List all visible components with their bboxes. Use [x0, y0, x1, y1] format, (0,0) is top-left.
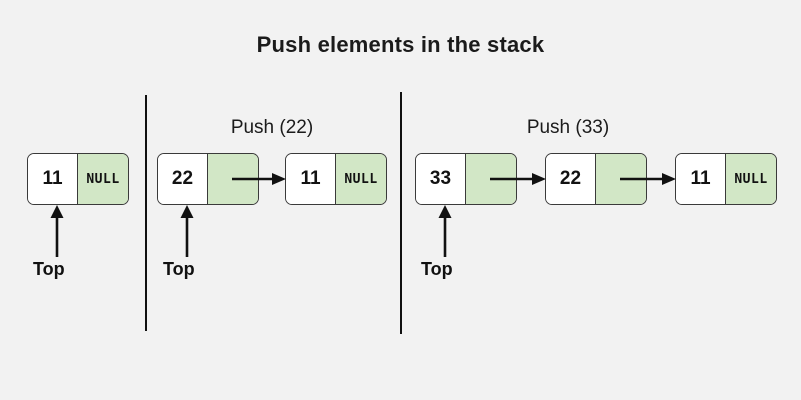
node-value: 11 [286, 154, 336, 204]
node-link-null: NULL [336, 154, 386, 204]
next-pointer-arrow-33-22 [490, 173, 546, 185]
node-value: 11 [676, 154, 726, 204]
node-11[interactable]: 11 NULL [285, 153, 387, 205]
top-pointer-arrow-3 [437, 205, 453, 257]
panel-divider-1 [145, 95, 147, 331]
node-value: 33 [416, 154, 466, 204]
next-pointer-arrow-22-11 [232, 173, 286, 185]
node-value: 22 [158, 154, 208, 204]
node-value: 22 [546, 154, 596, 204]
node-link-null: NULL [726, 154, 776, 204]
top-pointer-arrow-1 [49, 205, 65, 257]
node-11[interactable]: 11 NULL [675, 153, 777, 205]
top-pointer-arrow-2 [179, 205, 195, 257]
node-value: 11 [28, 154, 78, 204]
node-11[interactable]: 11 NULL [27, 153, 129, 205]
page-title: Push elements in the stack [256, 32, 545, 57]
step-caption-3: Push (33) [526, 117, 610, 138]
panel-divider-2 [400, 92, 402, 334]
top-label-3: Top [421, 259, 453, 279]
top-label-1: Top [33, 259, 65, 279]
step-caption-2: Push (22) [230, 117, 314, 138]
node-link-null: NULL [78, 154, 128, 204]
top-label-2: Top [163, 259, 195, 279]
next-pointer-arrow-22-11 [620, 173, 676, 185]
